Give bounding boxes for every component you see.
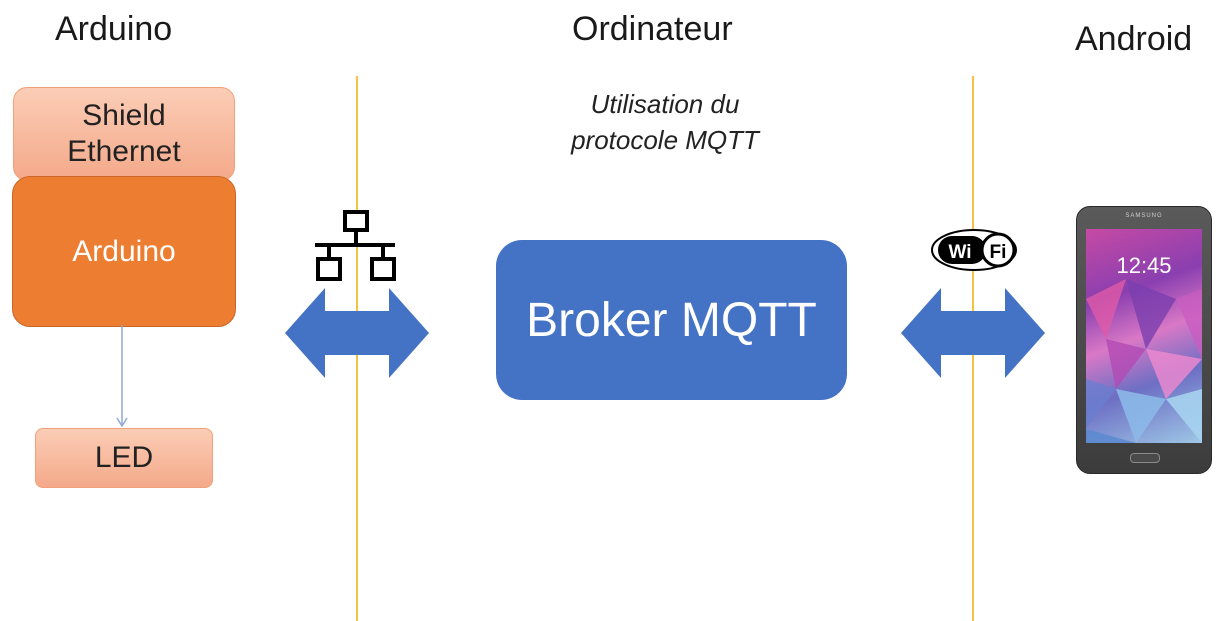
wifi-text-fi: Fi bbox=[990, 242, 1007, 263]
led-label: LED bbox=[94, 441, 154, 474]
phone-home-button bbox=[1130, 453, 1160, 463]
subtitle-line1: Utilisation du bbox=[590, 89, 740, 119]
phone-brand-label: SAMSUNG bbox=[1125, 213, 1163, 219]
phone-screen: 12:45 bbox=[1086, 229, 1202, 443]
led-box: LED bbox=[35, 428, 213, 488]
column-title-arduino: Arduino bbox=[55, 10, 173, 48]
broker-mqtt-box: Broker MQTT bbox=[496, 240, 847, 400]
shield-ethernet-box: Shield Ethernet bbox=[13, 87, 235, 181]
column-title-ordinateur: Ordinateur bbox=[572, 10, 733, 48]
phone-clock: 12:45 bbox=[1116, 253, 1172, 278]
connector-arduino-led bbox=[116, 325, 128, 428]
arduino-board-label: Arduino bbox=[72, 234, 176, 268]
shield-label-line2: Ethernet bbox=[67, 135, 181, 168]
subtitle-text: Utilisation du protocole MQTT bbox=[540, 86, 790, 159]
arduino-board-box: Arduino bbox=[12, 176, 236, 327]
double-arrow-icon-right bbox=[901, 288, 1045, 378]
smartphone-icon: SAMSUNG 12:45 bbox=[1076, 206, 1212, 474]
wifi-logo-icon: Wi Fi bbox=[931, 229, 1017, 271]
column-title-android: Android bbox=[1075, 20, 1193, 58]
phone-wallpaper bbox=[1086, 279, 1202, 443]
shield-label-line1: Shield bbox=[82, 99, 166, 132]
broker-label: Broker MQTT bbox=[526, 293, 817, 347]
subtitle-line2: protocole MQTT bbox=[571, 125, 759, 156]
wifi-text-wi: Wi bbox=[948, 242, 971, 263]
network-icon bbox=[315, 210, 396, 281]
double-arrow-icon-left bbox=[285, 288, 429, 378]
